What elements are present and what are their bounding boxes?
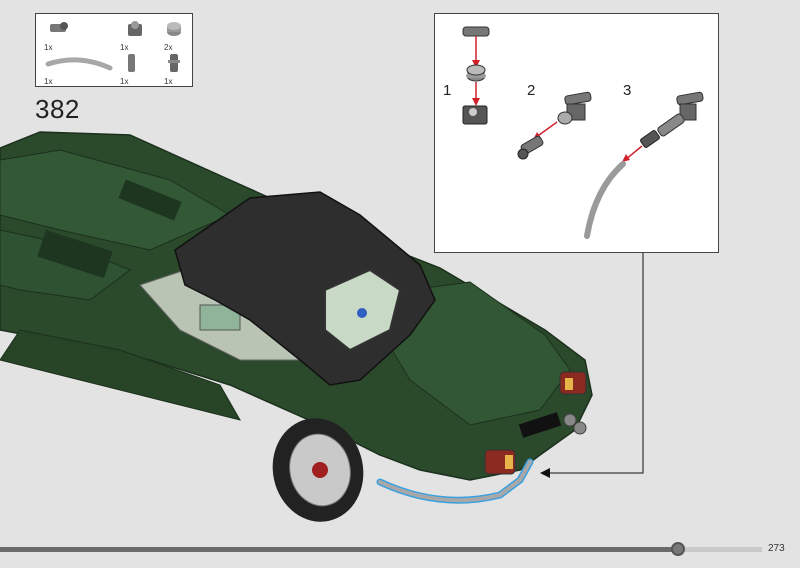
rear-wheel (272, 418, 364, 522)
part-item: 1x (44, 52, 114, 86)
substep-3-drawing (584, 91, 704, 239)
rear-lights (484, 371, 587, 475)
substep-number: 3 (623, 82, 632, 99)
axle-connector-icon (128, 54, 135, 72)
part-item: 1x (44, 18, 74, 52)
round-plate-icon (167, 22, 181, 36)
ball-joint-socket-icon (128, 21, 142, 36)
part-item: 1x (120, 52, 150, 86)
part-qty: 2x (164, 43, 173, 52)
pin-connector-icon (168, 54, 180, 72)
part-qty: 1x (120, 77, 129, 86)
part-qty: 1x (44, 77, 53, 86)
substep-1-drawing (462, 26, 490, 125)
part-item: 1x (164, 52, 194, 86)
progress-knob[interactable] (671, 542, 685, 556)
part-qty: 1x (120, 43, 129, 52)
callout-illustration (462, 26, 704, 239)
car-illustration (0, 131, 644, 522)
progress-bar (0, 542, 762, 556)
part-qty: 1x (44, 43, 53, 52)
step-number: 382 (35, 94, 80, 124)
callout-connector-line (548, 253, 644, 474)
parts-list-panel: 1x 1x 2x 1x 1x 1x (35, 13, 193, 87)
part-item: 2x (164, 18, 194, 52)
substep-number: 2 (527, 82, 536, 99)
curved-bumper-bar-icon (45, 57, 113, 71)
substep-2-drawing (517, 91, 592, 160)
beam-with-pin-icon (50, 22, 68, 32)
progress-fill (0, 547, 678, 552)
substep-number: 1 (443, 82, 452, 99)
page-number: 273 (768, 543, 785, 554)
callout-panel: 1 2 3 (434, 13, 719, 253)
part-item: 1x (120, 18, 150, 52)
part-qty: 1x (164, 77, 173, 86)
